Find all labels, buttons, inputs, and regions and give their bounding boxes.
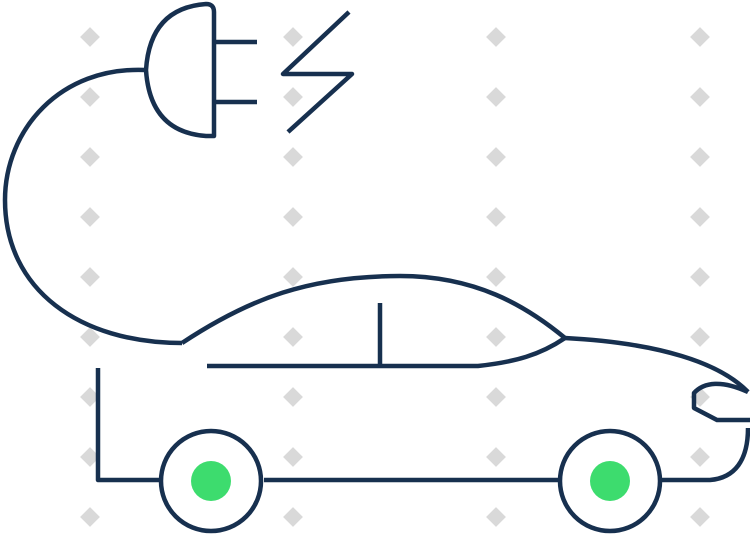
watermark-diamond bbox=[283, 267, 303, 287]
charging-cable-icon bbox=[2, 67, 183, 346]
watermark-diamond bbox=[283, 387, 303, 407]
watermark-diamond bbox=[486, 87, 506, 107]
plug-body bbox=[143, 1, 217, 139]
car-window-bottom bbox=[207, 336, 567, 369]
car-headlight bbox=[691, 381, 750, 423]
watermark-diamond bbox=[690, 507, 710, 527]
watermark-diamond bbox=[690, 267, 710, 287]
wheel-icon bbox=[557, 428, 663, 534]
wheel-hub bbox=[590, 461, 630, 501]
watermark-diamond bbox=[283, 327, 303, 347]
watermark-diamond bbox=[486, 387, 506, 407]
car-icon bbox=[95, 273, 750, 483]
watermark-diamond bbox=[80, 87, 100, 107]
watermark-diamond bbox=[486, 207, 506, 227]
car-rear-body bbox=[95, 368, 160, 483]
watermark-diamond bbox=[283, 147, 303, 167]
watermark-diamond bbox=[80, 327, 100, 347]
watermark-diamond bbox=[486, 507, 506, 527]
wheel-rear bbox=[557, 428, 663, 534]
watermark-diamond bbox=[283, 507, 303, 527]
plug-icon bbox=[143, 1, 257, 139]
watermark-diamond bbox=[690, 147, 710, 167]
wheel-hub bbox=[191, 461, 231, 501]
watermark-diamond bbox=[80, 387, 100, 407]
watermark-diamond bbox=[690, 87, 710, 107]
watermark-diamond bbox=[283, 27, 303, 47]
watermark-diamond bbox=[80, 207, 100, 227]
wheel-front bbox=[158, 428, 264, 534]
watermark-diamond bbox=[80, 447, 100, 467]
watermark-diamond bbox=[283, 207, 303, 227]
watermark-diamond bbox=[283, 447, 303, 467]
watermark-diamond bbox=[283, 87, 303, 107]
lightning-bolt-icon bbox=[280, 10, 355, 134]
watermark-diamond bbox=[486, 147, 506, 167]
watermark-diamond bbox=[80, 507, 100, 527]
watermark-pattern bbox=[80, 27, 710, 527]
watermark-diamond bbox=[486, 27, 506, 47]
watermark-diamond bbox=[690, 27, 710, 47]
car-roof bbox=[180, 273, 567, 345]
watermark-diamond bbox=[486, 327, 506, 347]
watermark-diamond bbox=[80, 147, 100, 167]
watermark-diamond bbox=[690, 207, 710, 227]
watermark-diamond bbox=[690, 447, 710, 467]
watermark-diamond bbox=[690, 327, 710, 347]
car-hood bbox=[564, 335, 750, 394]
watermark-diamond bbox=[486, 267, 506, 287]
watermark-diamond bbox=[486, 447, 506, 467]
car-front-bumper bbox=[662, 427, 750, 483]
wheel-icon bbox=[158, 428, 264, 534]
watermark-diamond bbox=[80, 27, 100, 47]
watermark-diamond bbox=[80, 267, 100, 287]
